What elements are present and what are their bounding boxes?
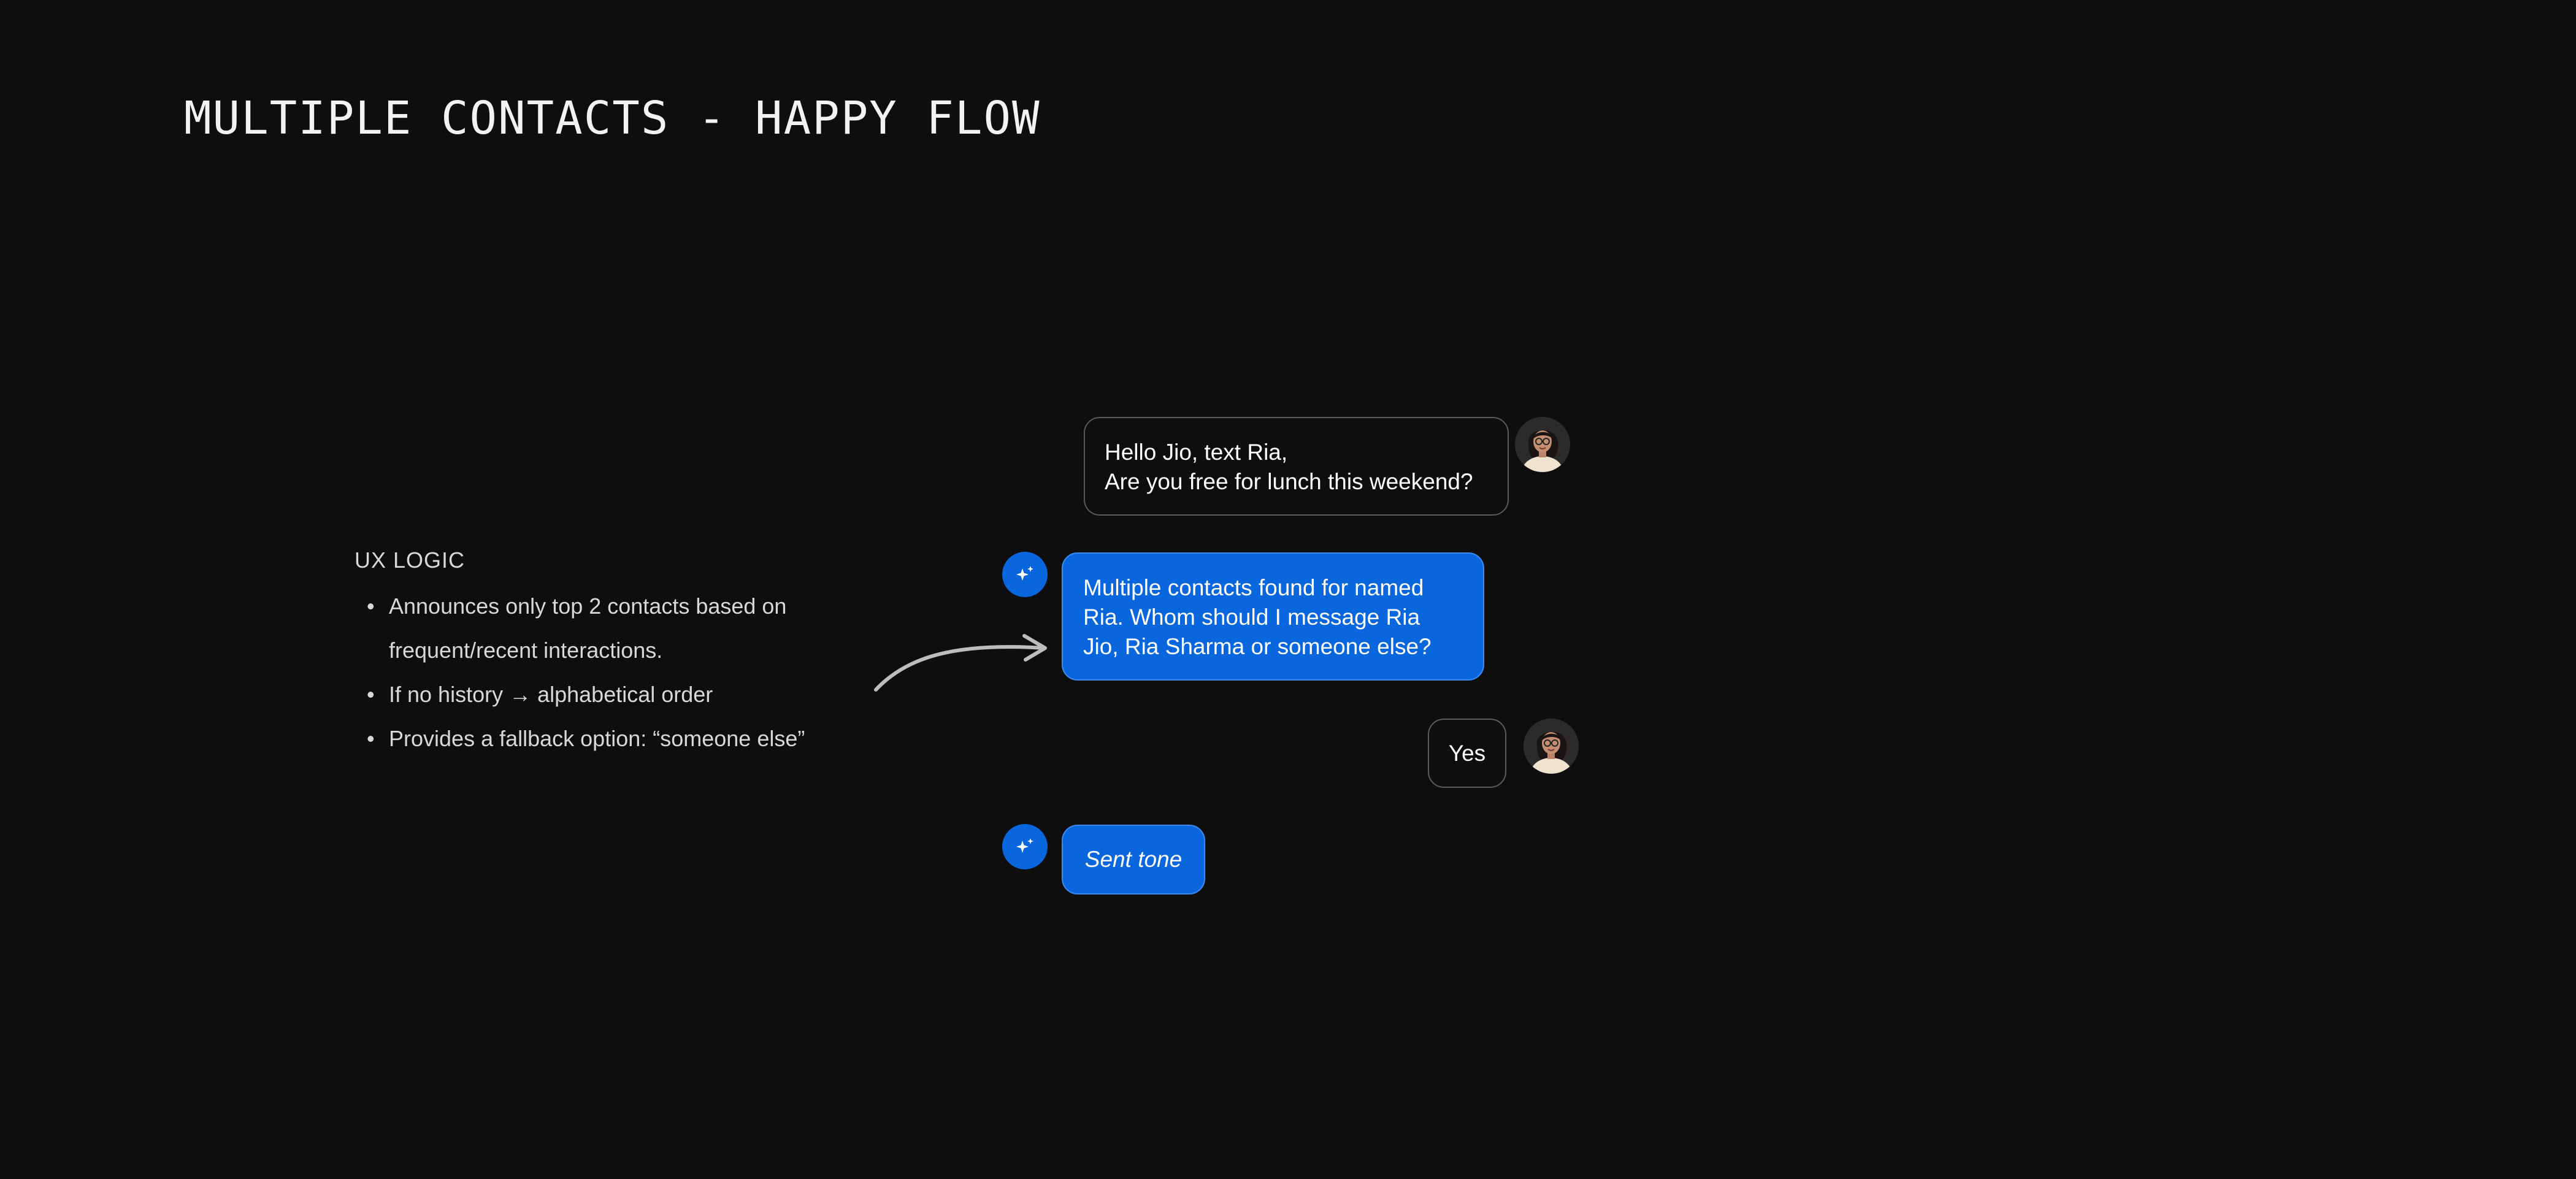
message-text: Jio, Ria Sharma or someone else? [1083, 634, 1432, 659]
message-text: Yes [1449, 739, 1485, 768]
person-icon [1524, 719, 1579, 774]
bullet-dot: • [367, 717, 375, 761]
user-avatar [1515, 417, 1570, 472]
ux-logic-list: • Announces only top 2 contacts based on… [355, 584, 907, 761]
bullet-dot: • [367, 584, 375, 628]
ux-logic-item-text: frequent/recent interactions. [389, 638, 662, 663]
ux-logic-item-text: Announces only top 2 contacts based on [389, 593, 786, 619]
sparkle-icon [1014, 836, 1036, 858]
page-title: MULTIPLE CONTACTS - HAPPY FLOW [184, 92, 1041, 145]
ux-logic-item: • If no history → alphabetical order [355, 673, 907, 717]
sparkle-icon [1014, 563, 1036, 586]
curved-arrow [871, 619, 1055, 699]
assistant-badge [1002, 552, 1048, 597]
assistant-message-bubble: Multiple contacts found for named Ria. W… [1062, 552, 1484, 681]
user-message-bubble: Yes [1428, 719, 1506, 788]
message-text: Multiple contacts found for named [1083, 575, 1424, 600]
ux-logic-heading: UX LOGIC [355, 548, 907, 573]
person-icon [1515, 417, 1570, 472]
ux-logic-item-text: If no history → alphabetical order [389, 682, 713, 707]
assistant-message-bubble: Sent tone [1062, 825, 1205, 895]
ux-logic-notes: UX LOGIC • Announces only top 2 contacts… [355, 548, 907, 761]
ux-logic-item: • Announces only top 2 contacts based on… [355, 584, 907, 673]
message-text: Sent tone [1085, 845, 1182, 874]
message-text: Hello Jio, text Ria, [1105, 440, 1287, 465]
ux-logic-item-text: Provides a fallback option: “someone els… [389, 726, 805, 751]
user-avatar [1524, 719, 1579, 774]
assistant-badge [1002, 824, 1048, 869]
message-text: Ria. Whom should I message Ria [1083, 605, 1420, 630]
user-message-bubble: Hello Jio, text Ria, Are you free for lu… [1084, 417, 1509, 516]
message-text: Are you free for lunch this weekend? [1105, 469, 1473, 494]
ux-logic-item: • Provides a fallback option: “someone e… [355, 717, 907, 761]
bullet-dot: • [367, 673, 375, 717]
